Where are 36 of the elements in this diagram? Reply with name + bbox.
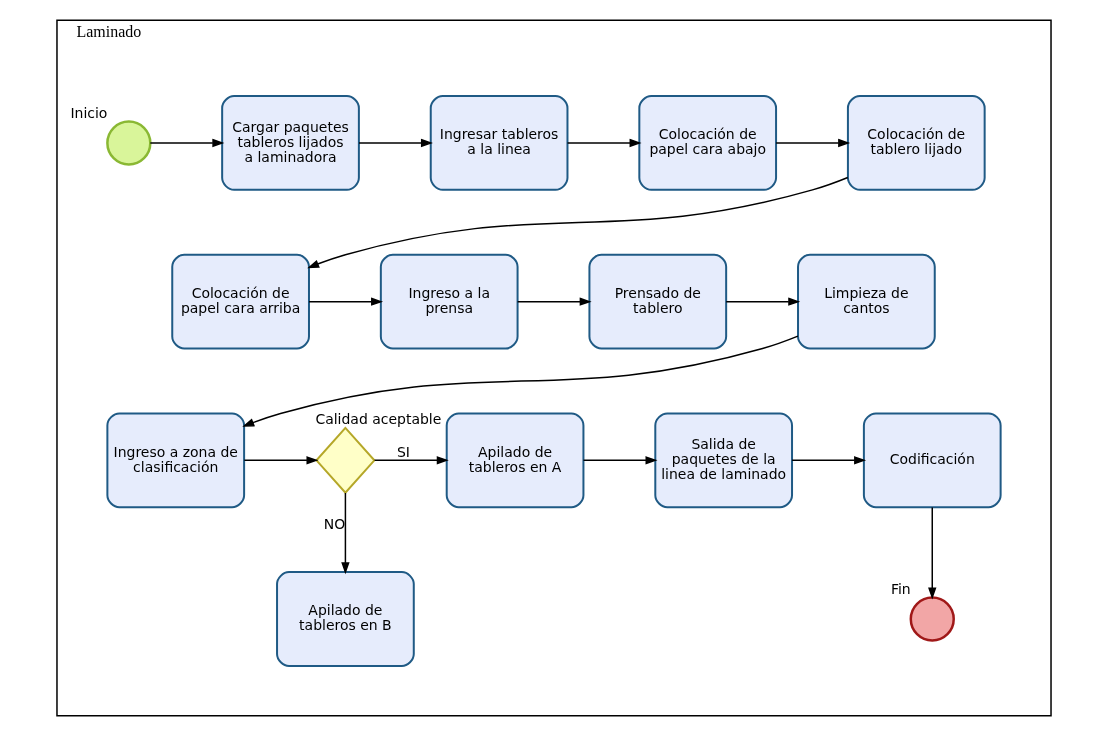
- arrow: [928, 506, 937, 600]
- node-box: Limpieza de cantos: [797, 253, 936, 350]
- arrow: [566, 138, 642, 148]
- node-circle: [106, 120, 152, 166]
- arrow: [516, 297, 592, 306]
- arrow: [725, 297, 801, 306]
- arrow: [307, 176, 849, 269]
- node-box: Codificación: [862, 412, 1002, 509]
- edge-label: NO: [323, 515, 346, 532]
- node-box: Prensado de tablero: [588, 253, 728, 350]
- node-box: Apilado de tableros en B: [276, 571, 415, 667]
- node-diamond: [315, 426, 376, 495]
- node-box: Apilado de tableros en A: [445, 412, 585, 509]
- arrow: [791, 456, 867, 465]
- node-box: Ingreso a la prensa: [379, 253, 519, 350]
- arrow: [341, 492, 350, 575]
- arrow: [775, 138, 851, 148]
- arrow: [582, 456, 658, 465]
- arrow: [242, 335, 799, 427]
- arrow: [373, 456, 449, 465]
- arrow: [308, 297, 384, 306]
- node-label: Fin: [890, 580, 911, 597]
- node-box: Colocación de tablero lijado: [846, 95, 986, 191]
- node-box: Ingresar tableros a la linea: [429, 95, 569, 191]
- arrow: [149, 138, 225, 148]
- node-box: Ingreso a zona de clasificación: [106, 412, 246, 509]
- node-box: Cargar paquetes tableros lijados a laminadora: [221, 95, 360, 191]
- node-circle: [909, 596, 955, 642]
- arrow: [358, 138, 433, 148]
- node-label: Calidad aceptable: [315, 411, 442, 428]
- node-box: Salida de paquetes de la linea de laminado: [654, 412, 794, 509]
- node-box: Colocación de papel cara arriba: [171, 253, 310, 350]
- arrow: [243, 456, 319, 465]
- node-label: Inicio: [70, 104, 108, 121]
- edge-label: SI: [396, 443, 410, 460]
- node-box: Colocación de papel cara abajo: [638, 95, 778, 191]
